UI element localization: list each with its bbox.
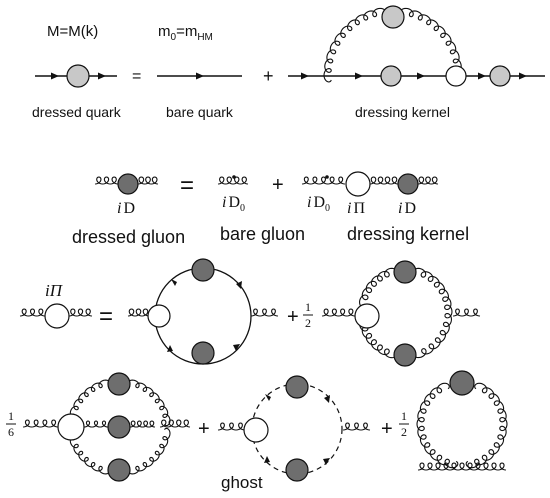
mass-function-label: M=M(k) [47, 23, 98, 40]
bare-mass-label: m0=mHM [158, 23, 213, 43]
dressed-quark-propagator [35, 64, 117, 88]
quark-loop-bottom-blob [191, 341, 215, 365]
sunset-top-blob [107, 372, 131, 396]
self-energy-equation: iΠ = + 1 2 [19, 258, 481, 367]
gluon-self-energy-blob [345, 171, 371, 197]
mass-sub-hm: HM [197, 32, 213, 43]
gluon-loop-vertex-blob [354, 303, 380, 329]
sunset-diagram [22, 372, 191, 482]
mass-sub-0: 0 [171, 32, 177, 43]
quark-self-energy-blob [66, 64, 90, 88]
sunset-vertex-blob [57, 413, 85, 441]
svg-text:6: 6 [8, 425, 14, 439]
bare-quark-propagator [157, 72, 242, 80]
dressed-gluon-blob [117, 173, 139, 195]
sunset-middle-blob [107, 415, 131, 439]
quark-loop-vertex-blob [147, 304, 171, 328]
plus-sign-1: + [263, 66, 274, 86]
bare-gluon-dot [232, 175, 236, 179]
quark-dressing-kernel [288, 5, 545, 87]
plus-sign-2: + [272, 174, 284, 196]
sixth-fraction: 1 6 [6, 409, 16, 439]
kernel-dressed-gluon-blob [381, 5, 405, 29]
plus-sign-4: + [198, 418, 210, 440]
dressed-gluon-label: dressed gluon [72, 227, 185, 247]
iPi-label-3: iΠ [45, 281, 64, 300]
self-energy-lhs-blob [44, 303, 70, 329]
mass-base: m [158, 23, 171, 40]
higher-order-terms: 1 6 + ghost + [6, 370, 508, 492]
plus-sign-3: + [287, 306, 299, 328]
equals-sign-2: = [180, 172, 194, 199]
dressed-quark-label: dressed quark [32, 104, 122, 120]
kernel-dressed-gluon-blob-2 [397, 173, 419, 195]
quark-loop-diagram [127, 258, 279, 365]
ghost-loop-vertex-blob [243, 417, 269, 443]
gluon-loop-diagram [321, 260, 481, 367]
gluon-loop-top-blob [393, 260, 417, 284]
ghost-loop-top-blob [285, 375, 309, 399]
bare-gluon-line [217, 176, 249, 185]
dressing-kernel-label: dressing kernel [355, 104, 450, 120]
equals-sign-3: = [99, 303, 113, 330]
gluon-dressing-kernel-label: dressing kernel [347, 224, 469, 244]
plus-sign-5: + [381, 418, 393, 440]
ghost-label: ghost [221, 473, 263, 492]
svg-text:2: 2 [401, 425, 407, 439]
half-fraction: 1 2 [303, 300, 313, 330]
bare-gluon-label: bare gluon [220, 224, 305, 244]
svg-text:m0=mHM: m0=mHM [158, 23, 213, 43]
quark-loop-top-blob [191, 258, 215, 282]
quark-equation: M=M(k) m0=mHM = + [32, 5, 545, 120]
gluon-loop-bottom-blob [393, 343, 417, 367]
svg-text:2: 2 [305, 316, 311, 330]
mass-eq: =m [176, 23, 197, 40]
equals-sign-1: = [132, 68, 141, 85]
svg-text:1: 1 [401, 409, 407, 423]
svg-text:1: 1 [305, 300, 311, 314]
ghost-loop-diagram [217, 375, 371, 482]
kernel-dressed-quark-blob [380, 65, 402, 87]
tadpole-diagram [416, 370, 508, 471]
kernel-vertex-blob [445, 65, 467, 87]
ghost-loop-bottom-blob [285, 458, 309, 482]
bare-quark-label: bare quark [166, 104, 234, 120]
kernel-gluon-line [323, 7, 463, 83]
kernel-external-blob [489, 65, 511, 87]
half-fraction-2: 1 2 [399, 409, 409, 439]
svg-text:1: 1 [8, 409, 14, 423]
sunset-bottom-blob [107, 458, 131, 482]
tadpole-top-blob [449, 370, 475, 396]
